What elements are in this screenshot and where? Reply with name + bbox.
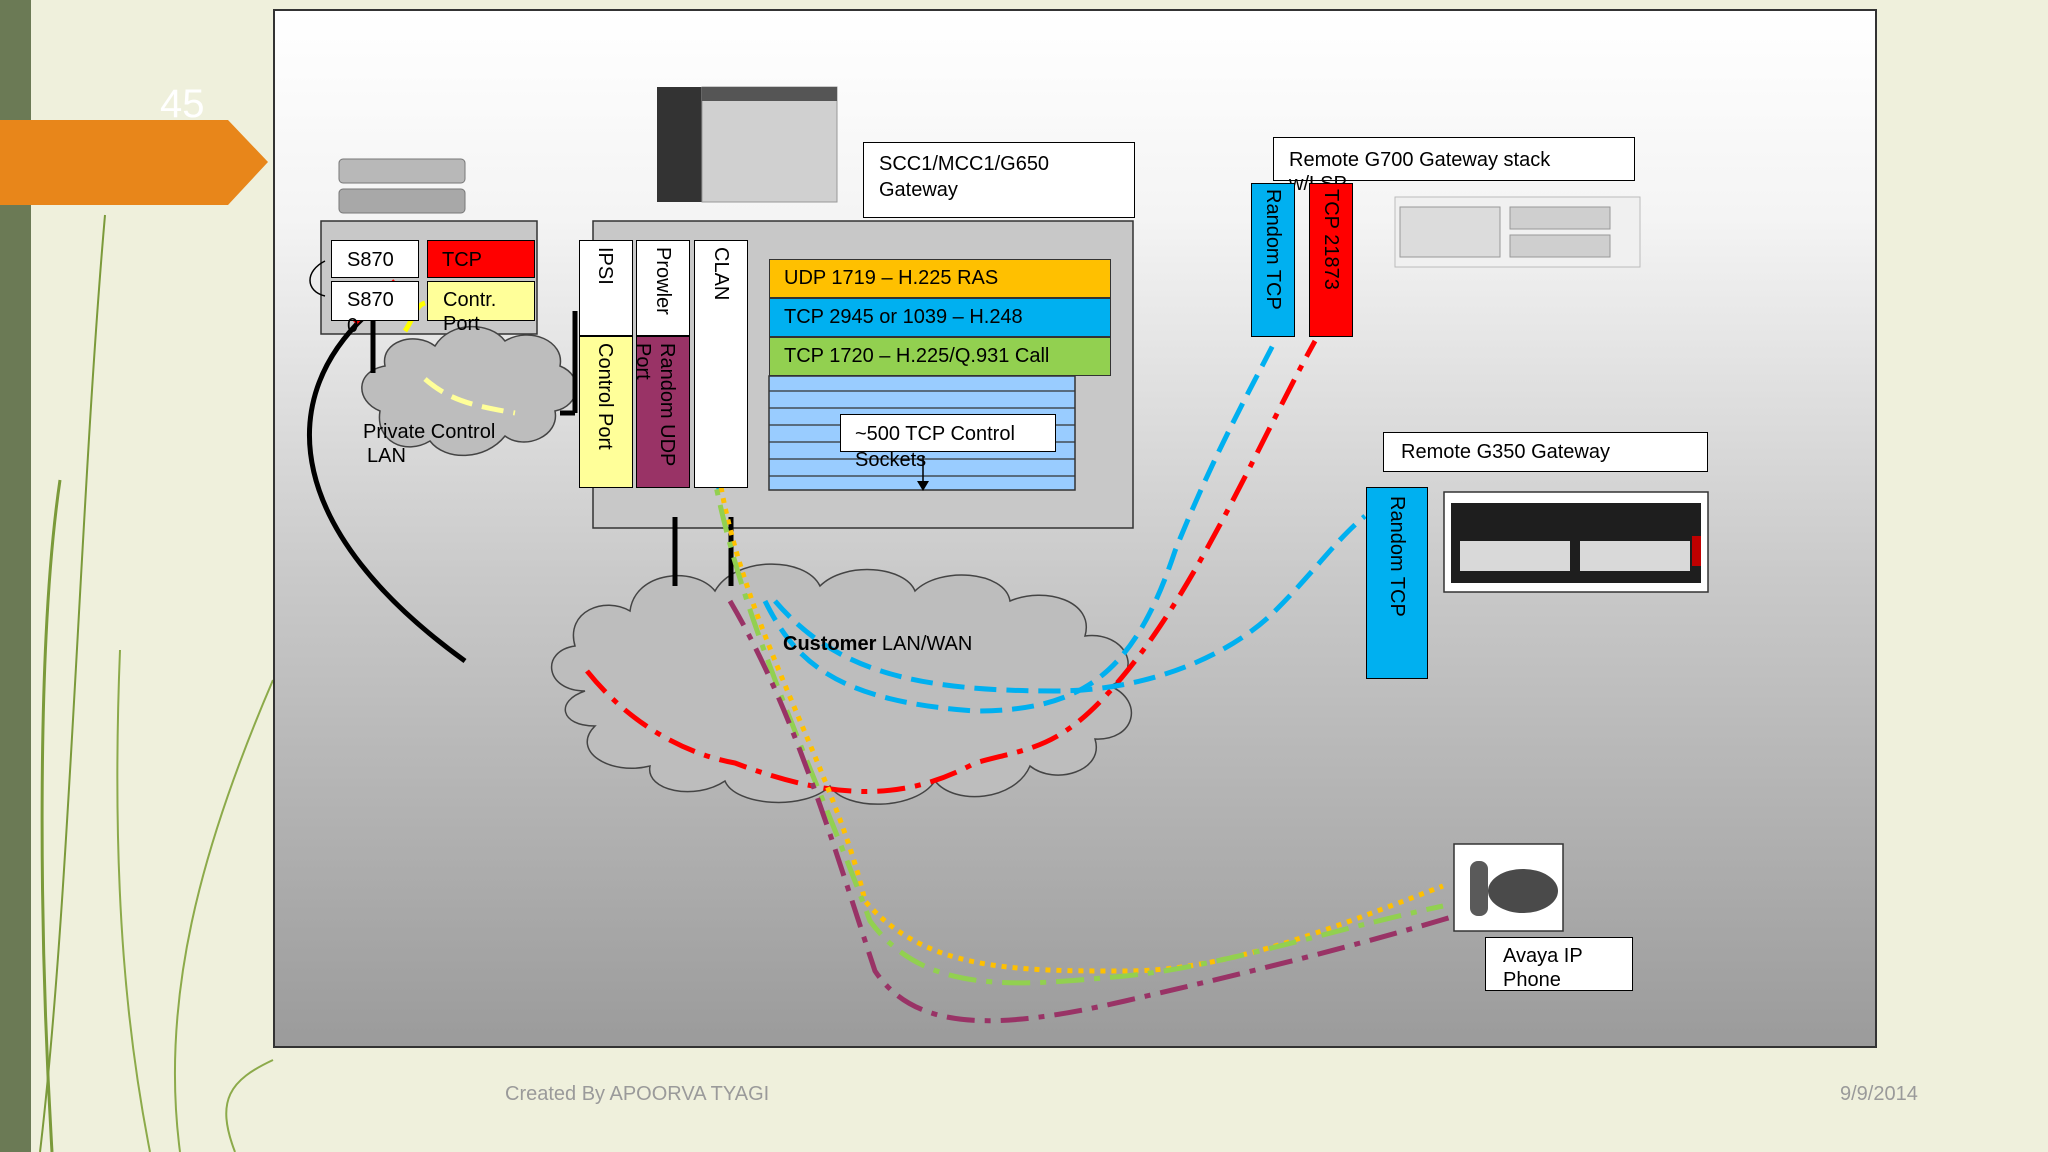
phone-label-box (1485, 937, 1633, 991)
g700-title-box (1273, 137, 1635, 181)
green-q931-link (705, 346, 1444, 986)
customer-lan-prefix: Customer (783, 633, 877, 655)
gateway-title-box (863, 142, 1135, 218)
random-udp-label: Random UDP (656, 343, 678, 467)
g350-title-box (1383, 432, 1708, 472)
control-port-label-1: Contr. (443, 289, 497, 311)
prowler-card (636, 240, 690, 336)
red-h248-link (585, 339, 1318, 794)
gateway-control-port-label: Control Port (594, 343, 616, 450)
s870-top-box (331, 240, 419, 278)
random-udp-card (636, 336, 690, 488)
private-lan-label-2: LAN (367, 445, 406, 467)
s870-top-label: S870 (347, 249, 394, 271)
sockets-label-2: Sockets (855, 449, 927, 471)
customer-lan-label: Customer LAN/WAN (783, 631, 972, 657)
tcp-label: TCP (442, 249, 482, 271)
prowler-label: Prowler (652, 247, 674, 315)
sockets-label-1: ~500 TCP Control (855, 423, 1015, 445)
g350-image (1443, 491, 1709, 593)
g700-tcp-label: TCP 21873 (1320, 189, 1342, 290)
clan-card (694, 240, 748, 488)
private-lan-label-1: Private Control (363, 421, 496, 443)
s870-bottom-label: S870 (347, 289, 394, 311)
phone-label-1: Avaya IP (1503, 945, 1583, 967)
s870-bottom-box (331, 281, 419, 321)
purple-udp-link (727, 599, 1456, 1024)
g350-random-tcp-label: Random TCP (1386, 496, 1408, 617)
solid-links (307, 311, 734, 664)
decorative-grass-lines (39, 214, 274, 1152)
tcp-box (427, 240, 535, 278)
cyan-g350-link (773, 514, 1367, 694)
g700-random-tcp-label: Random TCP (1262, 189, 1284, 310)
g700-title: Remote G700 Gateway stack (1289, 149, 1551, 171)
s870-bottom-wrap: 0 (347, 315, 359, 337)
slide-number: 45 (160, 82, 205, 126)
control-port-label-2: Port (443, 313, 480, 335)
footer-author: Created By APOORVA TYAGI (505, 1083, 770, 1105)
g350-random-tcp-box (1366, 487, 1428, 679)
sockets-label-box (840, 414, 1056, 452)
g700-image (1394, 196, 1641, 268)
private-lan-cloud (361, 325, 577, 457)
control-port-card (579, 336, 633, 488)
q931-row: TCP 1720 – H.225/Q.931 Call (769, 337, 1111, 376)
h248-row: TCP 2945 or 1039 – H.248 (769, 298, 1111, 337)
g700-random-tcp-box (1251, 183, 1295, 337)
gateway-title-1: SCC1/MCC1/G650 (879, 153, 1050, 175)
clan-label: CLAN (710, 247, 732, 301)
random-udp-wrap: Port (632, 343, 654, 380)
g350-title: Remote G350 Gateway (1401, 441, 1610, 463)
ras-row: UDP 1719 – H.225 RAS (769, 259, 1111, 298)
control-port-box (427, 281, 535, 321)
ipsi-label: IPSI (594, 247, 616, 285)
g700-tcp-box (1309, 183, 1353, 337)
customer-lan-suffix: LAN/WAN (876, 633, 973, 655)
g650-cabinet-image (657, 86, 838, 203)
phone-label-2: Phone (1503, 969, 1561, 991)
cyan-g700-link (762, 339, 1278, 714)
ipsi-card (579, 240, 633, 336)
footer-date: 9/9/2014 (1840, 1083, 1918, 1105)
slide-number-arrow (0, 120, 268, 205)
network-diagram: S870 TCP S870 0 Contr. Port Private Cont… (273, 9, 1877, 1048)
gateway-title-2: Gateway (879, 179, 958, 201)
s870-server-image (338, 158, 466, 214)
avaya-phone-image (1453, 843, 1564, 932)
